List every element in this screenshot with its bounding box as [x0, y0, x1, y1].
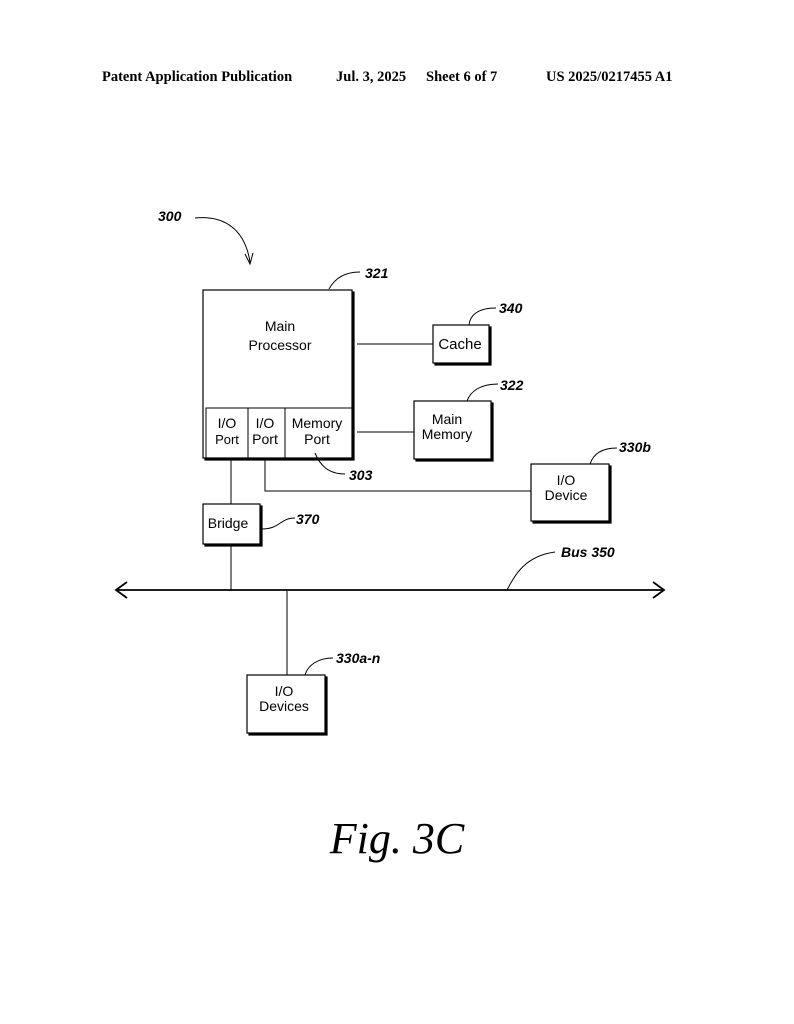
main-processor-label-2: Processor	[248, 337, 311, 353]
arrowhead-icon	[244, 252, 254, 266]
main-memory-box: Main Memory	[413, 400, 492, 460]
memory-port-ref-leader	[314, 452, 346, 475]
main-processor-label-1: Main	[265, 318, 295, 334]
memory-port-ref: 303	[349, 467, 373, 483]
io-port-2-label-1: I/O	[256, 415, 275, 431]
io-device-box: I/O Device	[530, 463, 610, 522]
io-devices-label-1: I/O	[275, 683, 294, 699]
main-processor-ref: 321	[365, 265, 389, 281]
figure-caption: Fig. 3C	[329, 814, 465, 863]
cache-ref-leader	[468, 307, 497, 326]
bus-left-arrow-icon	[114, 581, 128, 599]
io-devices-ref: 330a-n	[336, 650, 380, 666]
bridge-ref-leader	[261, 517, 296, 530]
header-date: Jul. 3, 2025	[336, 69, 407, 85]
main-processor-box: Main Processor I/O Port I/O Port Memory …	[202, 289, 353, 459]
io-port-1-label-2: Port	[215, 432, 239, 447]
main-processor-ref-leader	[328, 271, 361, 290]
io-port-1-label-1: I/O	[218, 415, 237, 431]
system-ref-arrow	[194, 217, 251, 263]
bus-ref: Bus 350	[561, 544, 615, 560]
main-memory-label-1: Main	[432, 411, 462, 427]
bridge-ref: 370	[296, 511, 320, 527]
bus-right-arrow-icon	[652, 581, 666, 599]
memory-port-label-2: Port	[304, 431, 330, 447]
io-device-ref-leader	[589, 447, 618, 465]
io-devices-ref-leader	[304, 657, 334, 676]
main-memory-ref-leader	[466, 383, 499, 402]
bus-ref-leader	[506, 551, 556, 591]
main-memory-ref: 322	[500, 377, 524, 393]
io-device-label-1: I/O	[557, 472, 576, 488]
bridge-label: Bridge	[208, 515, 249, 531]
cache-ref: 340	[499, 300, 523, 316]
io-devices-box: I/O Devices	[246, 674, 326, 734]
port-iodevice-line	[264, 459, 531, 492]
header-publication: Patent Application Publication	[102, 69, 293, 85]
bridge-box: Bridge	[202, 503, 261, 545]
io-port-2-label-2: Port	[252, 431, 278, 447]
header-number: US 2025/0217455 A1	[546, 69, 673, 85]
header-sheet: Sheet 6 of 7	[426, 69, 498, 85]
cache-box: Cache	[432, 324, 490, 364]
memory-port-label-1: Memory	[292, 415, 343, 431]
main-memory-label-2: Memory	[422, 426, 473, 442]
cache-label: Cache	[438, 336, 481, 353]
io-device-ref: 330b	[619, 439, 651, 455]
system-ref-label: 300	[158, 208, 182, 224]
io-device-label-2: Device	[545, 487, 588, 503]
io-devices-label-2: Devices	[259, 698, 309, 714]
